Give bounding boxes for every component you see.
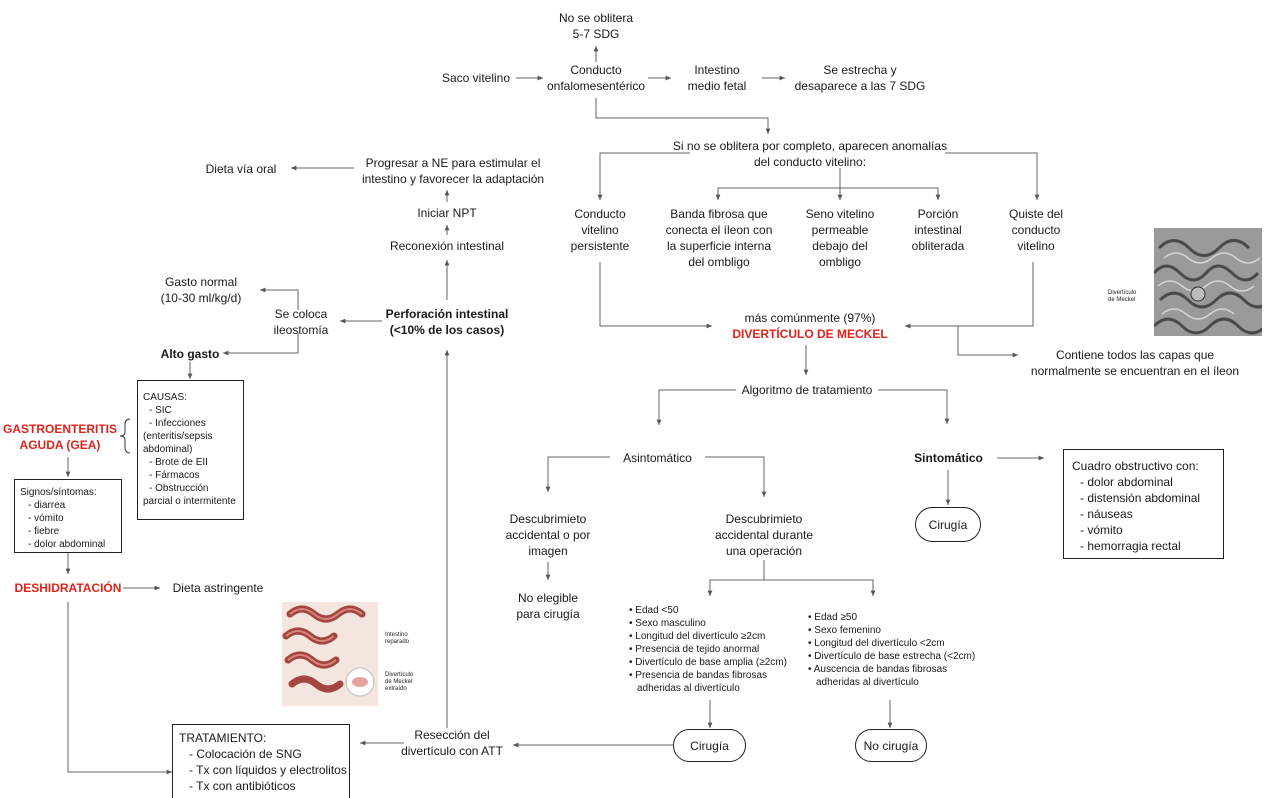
tratamiento-item: - Colocación de SNG	[189, 747, 302, 761]
criteria-item: • Sexo femenino	[808, 625, 881, 636]
cirugia-pill-bottom: Cirugía	[673, 729, 746, 762]
obstructivo-item: - distensión abdominal	[1080, 491, 1201, 505]
criteria-item: • Divertículo de base estrecha (<2cm)	[808, 651, 976, 662]
causas-item: - Infecciones	[149, 418, 206, 429]
criteria-item: • Longitud del divertículo <2cm	[808, 638, 945, 649]
signos-item: - diarrea	[28, 500, 66, 511]
reconexion-label: Reconexión intestinal	[389, 239, 505, 253]
dieta-astringente-label: Dieta astringente	[172, 581, 264, 595]
criteria-item: • Sexo masculino	[629, 618, 706, 629]
causas-item: - Brote de EII	[149, 457, 208, 468]
tratamiento-title: TRATAMIENTO:	[179, 731, 267, 745]
signos-item: - fiebre	[28, 526, 60, 537]
criteria-item: • Divertículo de base amplia (≥2cm)	[629, 657, 787, 668]
perforacion-label: Perforación intestinal(<10% de los casos…	[385, 307, 509, 337]
causas-title: CAUSAS:	[143, 392, 187, 403]
criteria-item: • Edad ≥50	[808, 612, 858, 623]
obstructivo-item: - dolor abdominal	[1080, 475, 1173, 489]
algoritmo-label: Algoritmo de tratamiento	[741, 383, 873, 397]
criteria-item: • Presencia de tejido anormal	[629, 644, 760, 655]
cuadro-obstructivo-box: Cuadro obstructivo con: - dolor abdomina…	[1063, 449, 1224, 559]
dieta-oral-label: Dieta vía oral	[205, 162, 277, 176]
gasto-normal-label: Gasto normal(10-30 ml/kg/d)	[160, 275, 242, 305]
criteria-no-cirugia-list: • Edad ≥50 • Sexo femenino • Longitud de…	[808, 611, 983, 689]
signos-title: Signos/síntomas:	[20, 487, 97, 498]
obstructivo-item: - náuseas	[1080, 507, 1133, 521]
meckel-diverticulum-image	[1154, 228, 1262, 336]
criteria-item: • Auscencia de bandas fibrosas adheridas…	[808, 664, 948, 688]
anomalias-label: Si no se oblitera por completo, aparecen…	[672, 139, 948, 169]
causas-item: (enteritis/sepsis	[143, 431, 213, 442]
sintomatico-label: Sintomático	[914, 451, 983, 465]
obstructivo-item: - hemorragia rectal	[1080, 539, 1181, 553]
no-cirugia-pill: No cirugía	[855, 729, 927, 762]
mas-comunmente-label: más comúnmente (97%)	[744, 311, 876, 325]
causas-item: - SIC	[149, 405, 172, 416]
causas-item: - Obstrucción	[149, 483, 209, 494]
signos-item: - dolor abdominal	[28, 539, 106, 550]
criteria-item: • Longitud del divertículo ≥2cm	[629, 631, 766, 642]
tratamiento-box: TRATAMIENTO: - Colocación de SNG - Tx co…	[172, 724, 350, 798]
causas-box: CAUSAS: - SIC - Infecciones (enteritis/s…	[137, 380, 244, 520]
signos-box: Signos/síntomas: - diarrea - vómito - fi…	[14, 479, 122, 553]
intestine-repair-image	[282, 602, 378, 706]
criteria-item: • Edad <50	[629, 605, 679, 616]
alto-gasto-label: Alto gasto	[160, 347, 220, 361]
cirugia-pill-sintomatico: Cirugía	[915, 507, 981, 542]
deshidratacion-label: DESHIDRATACIÓN	[14, 581, 122, 595]
causas-item: - Fármacos	[149, 470, 200, 481]
tratamiento-item: - Tx con antibióticos	[189, 779, 296, 793]
causas-item: abdominal)	[143, 444, 193, 455]
meckel-title: DIVERTÍCULO DE MECKEL	[732, 327, 888, 341]
obstructivo-item: - vómito	[1080, 523, 1123, 537]
obstructivo-title: Cuadro obstructivo con:	[1072, 459, 1199, 473]
causas-item: parcial o intermitente	[143, 496, 236, 507]
saco-vitelino-label: Saco vitelino	[441, 71, 511, 85]
asintomatico-label: Asintomático	[623, 451, 692, 465]
criteria-cirugia-list: • Edad <50 • Sexo masculino • Longitud d…	[629, 604, 799, 695]
npt-label: Iniciar NPT	[417, 206, 477, 220]
criteria-item: • Presencia de bandas fibrosas adheridas…	[629, 670, 768, 694]
tratamiento-item: - Tx con líquidos y electrolitos	[189, 763, 347, 777]
signos-item: - vómito	[28, 513, 64, 524]
